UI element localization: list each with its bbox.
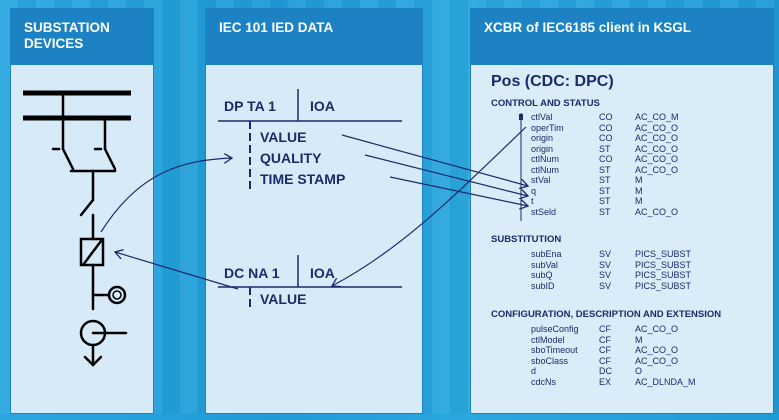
functional-constraint: CF — [599, 345, 611, 355]
presence-condition: AC_CO_O — [635, 143, 679, 154]
attribute-name: ctlModel — [531, 334, 565, 345]
line-disconnector — [79, 198, 95, 217]
attribute-name: subVal — [531, 259, 558, 270]
presence-condition: PICS_SUBST — [635, 270, 692, 280]
functional-constraint: CO — [599, 133, 613, 143]
functional-constraint: CF — [599, 355, 611, 366]
configuration-heading: CONFIGURATION, DESCRIPTION AND EXTENSION — [491, 309, 722, 320]
functional-constraint: SV — [599, 249, 612, 259]
dp-item-time-stamp: TIME STAMP — [260, 171, 346, 187]
xcbr-panel: XCBR of IEC6185 client in KSGL Pos (CDC:… — [470, 8, 774, 414]
functional-constraint: ST — [599, 164, 611, 175]
attribute-name: d — [531, 366, 537, 376]
attribute-name: origin — [531, 133, 554, 143]
dp-ta1-label: DP TA 1 — [224, 98, 276, 114]
functional-constraint: ST — [599, 143, 611, 154]
attribute-name: pulseConfig — [531, 324, 579, 334]
functional-constraint: ST — [599, 206, 611, 217]
disconnector-left — [61, 147, 75, 171]
xcbr-title: XCBR of IEC6185 client in KSGL — [484, 20, 692, 35]
presence-condition: AC_CO_O — [635, 154, 679, 164]
presence-condition: PICS_SUBST — [635, 280, 692, 291]
iec101-panel: IEC 101 IED DATA DP TA 1 IOA VALUE QUALI… — [205, 8, 423, 414]
presence-condition: AC_CO_M — [635, 112, 679, 122]
presence-condition: AC_CO_O — [635, 355, 679, 366]
attribute-name: ctlVal — [531, 112, 553, 122]
iec101-title: IEC 101 IED DATA — [219, 20, 334, 35]
attribute-name: stSeld — [531, 206, 557, 217]
presence-condition: M — [635, 175, 643, 185]
functional-constraint: CO — [599, 122, 613, 133]
presence-condition: AC_CO_O — [635, 345, 679, 355]
presence-condition: M — [635, 334, 643, 345]
substitution-heading: SUBSTITUTION — [491, 234, 562, 245]
presence-condition: AC_CO_O — [635, 206, 679, 217]
attribute-name: stVal — [531, 175, 551, 185]
xcbr-panel-body: Pos (CDC: DPC) CONTROL AND STATUS ctlVal… — [470, 64, 774, 414]
functional-constraint: EX — [599, 376, 612, 387]
presence-condition: M — [635, 196, 643, 206]
presence-condition: AC_DLNDA_M — [635, 376, 696, 387]
dc-ioa-label: IOA — [310, 265, 335, 281]
functional-constraint: CF — [599, 334, 611, 345]
pos-cdc-title: Pos (CDC: DPC) — [491, 73, 614, 90]
substation-panel-body — [10, 64, 154, 414]
functional-constraint: SV — [599, 280, 612, 291]
attribute-name: q — [531, 185, 537, 196]
substation-title-line2: DEVICES — [24, 36, 84, 51]
attribute-name: origin — [531, 143, 554, 154]
dp-item-value: VALUE — [260, 129, 307, 145]
dp-ioa-label: IOA — [310, 98, 335, 114]
attribute-name: ctlNum — [531, 164, 560, 175]
single-line-diagram — [23, 90, 131, 367]
control-status-heading: CONTROL AND STATUS — [491, 98, 600, 109]
attribute-name: cdcNs — [531, 376, 557, 387]
substation-devices-panel: SUBSTATION DEVICES — [10, 8, 154, 414]
substation-panel-header: SUBSTATION DEVICES — [10, 8, 154, 64]
presence-condition: AC_CO_O — [635, 164, 679, 175]
attribute-name: subEna — [531, 249, 562, 259]
functional-constraint: ST — [599, 185, 611, 196]
functional-constraint: CO — [599, 112, 613, 122]
functional-constraint: SV — [599, 259, 612, 270]
arrow-down-icon — [83, 355, 103, 367]
attribute-name: t — [531, 196, 534, 206]
attribute-name: sboTimeout — [531, 345, 578, 355]
dp-item-quality: QUALITY — [260, 150, 322, 166]
presence-condition: AC_CO_O — [635, 122, 679, 133]
functional-constraint: SV — [599, 270, 612, 280]
disconnector-right — [103, 147, 117, 171]
substation-title-line1: SUBSTATION — [24, 20, 110, 35]
dc-na1-label: DC NA 1 — [224, 265, 280, 281]
presence-condition: PICS_SUBST — [635, 249, 692, 259]
presence-condition: PICS_SUBST — [635, 259, 692, 270]
presence-condition: AC_CO_O — [635, 133, 679, 143]
functional-constraint: ST — [599, 196, 611, 206]
dc-item-value: VALUE — [260, 291, 307, 307]
functional-constraint: CO — [599, 154, 613, 164]
functional-constraint: DC — [599, 366, 612, 376]
attribute-name: ctlNum — [531, 154, 560, 164]
presence-condition: M — [635, 185, 643, 196]
functional-constraint: CF — [599, 324, 611, 334]
functional-constraint: ST — [599, 175, 611, 185]
attribute-name: operTim — [531, 122, 564, 133]
attribute-name: subID — [531, 280, 555, 291]
iec101-panel-body: DP TA 1 IOA VALUE QUALITY TIME STAMP DC … — [205, 64, 423, 414]
xcbr-panel-header: XCBR of IEC6185 client in KSGL — [470, 8, 774, 64]
presence-condition: O — [635, 366, 643, 376]
presence-condition: AC_CO_O — [635, 324, 679, 334]
attribute-name: subQ — [531, 270, 553, 280]
iec101-panel-header: IEC 101 IED DATA — [205, 8, 423, 64]
current-transformer-icon — [107, 285, 127, 305]
attribute-name: sboClass — [531, 355, 569, 366]
